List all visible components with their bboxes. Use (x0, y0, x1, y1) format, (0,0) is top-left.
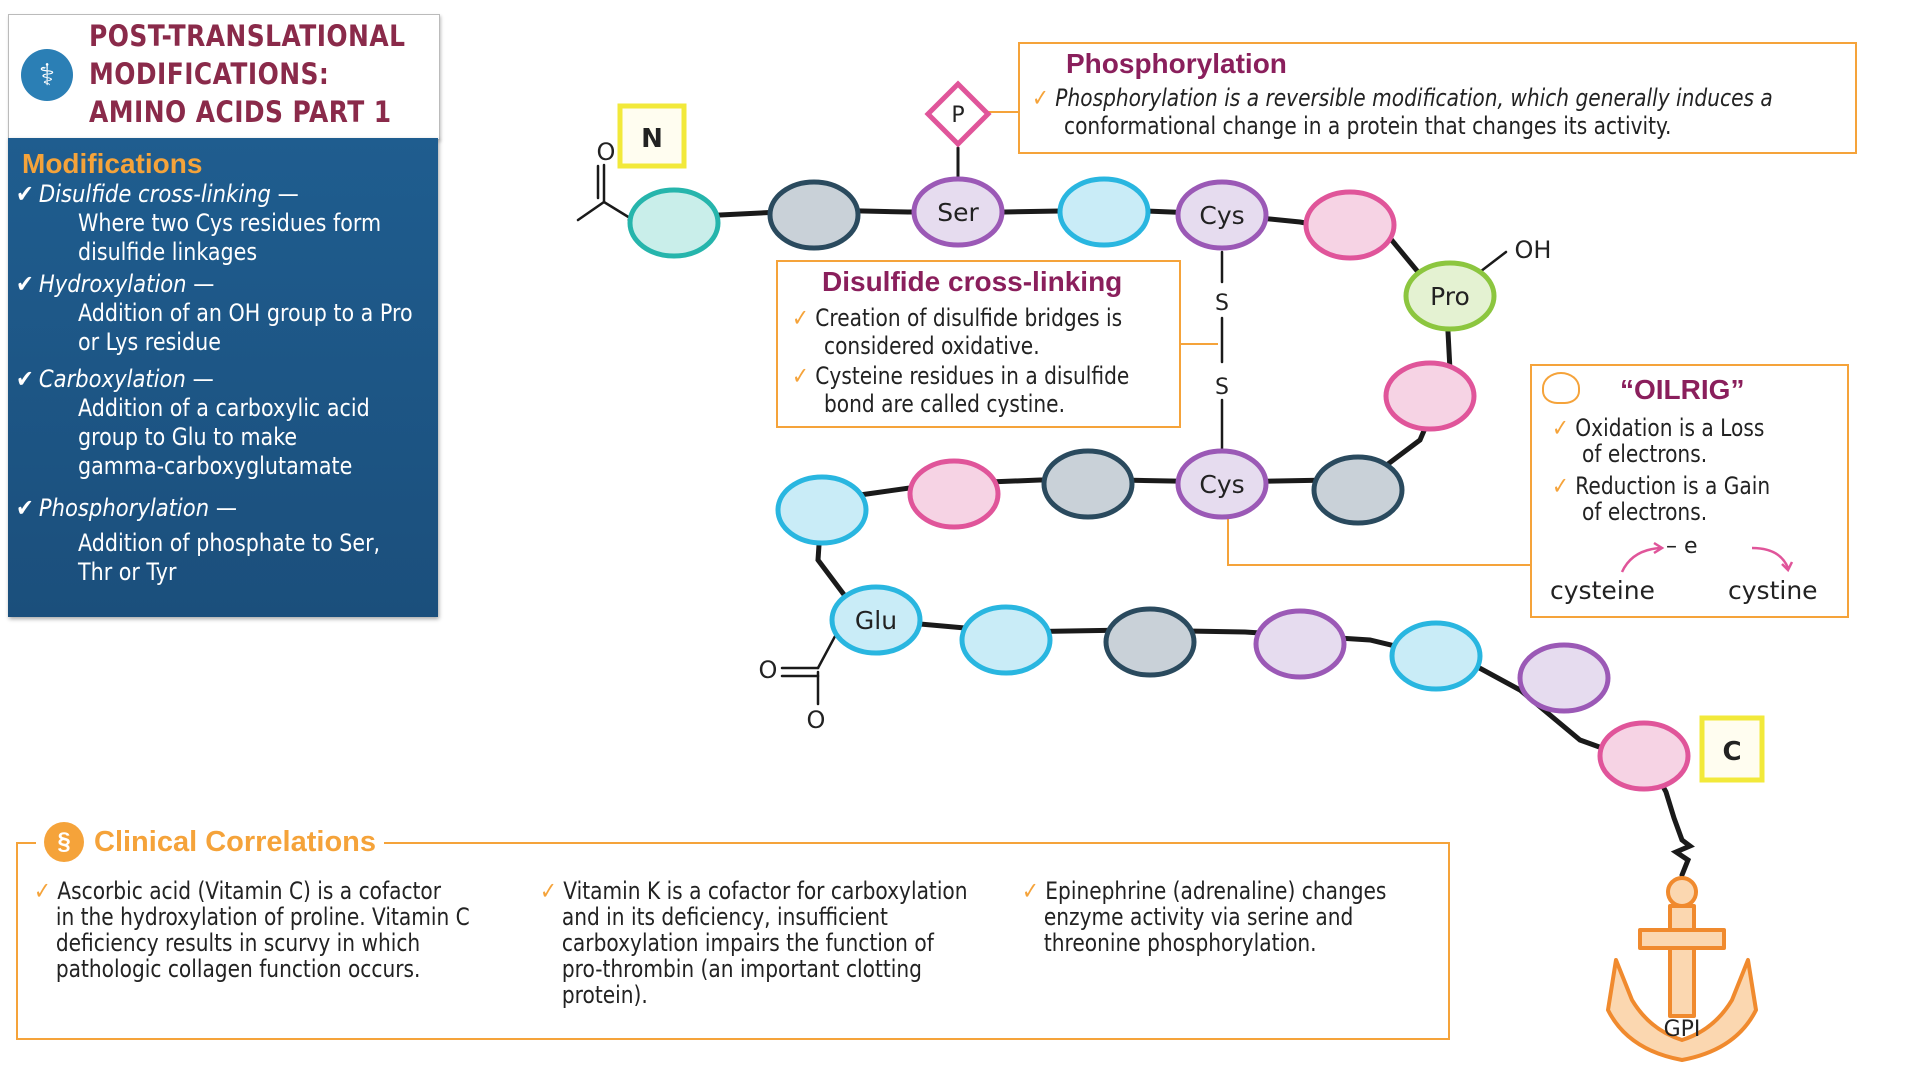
n-terminus-label: N (641, 124, 663, 154)
cys-bottom-label: Cys (1199, 470, 1244, 499)
residue-blue (775, 474, 869, 546)
glu-oxygen-left: O (759, 656, 778, 684)
check-icon: ✓ (792, 304, 809, 332)
phosphorylation-callout-line-2: conformational change in a protein that … (1064, 112, 1672, 140)
caduceus-icon: ⚕ (21, 49, 73, 101)
modifications-panel: Modifications ✔Disulfide cross-linking —… (8, 138, 438, 617)
cys-top-label: Cys (1199, 201, 1244, 230)
oilrig-bullet-2-line-1: ✓ Reduction is a Gain (1552, 472, 1771, 500)
check-icon: ✓ (1552, 414, 1569, 442)
modifications-heading: Modifications (22, 148, 203, 179)
oilrig-reaction-middle: – e (1666, 534, 1698, 559)
residue-ser (911, 176, 1005, 248)
residue-cys-top (1175, 179, 1269, 251)
check-icon: ✓ (792, 362, 809, 390)
glu-label: Glu (855, 606, 897, 635)
oilrig-bullet-1-line-1: ✓ Oxidation is a Loss (1552, 414, 1765, 442)
brain-icon (1542, 372, 1580, 404)
phosphorylation-callout-line-1: ✓ Phosphorylation is a reversible modifi… (1032, 84, 1773, 112)
check-icon: ✓ (540, 877, 557, 905)
disulfide-callout: Disulfide cross-linking ✓ Creation of di… (776, 260, 1181, 428)
residue-blue (1389, 620, 1483, 692)
residue-pink (1383, 360, 1477, 432)
oh-label: OH (1515, 236, 1552, 264)
check-icon: ✓ (1022, 877, 1039, 905)
residue-purple (1253, 608, 1347, 680)
oilrig-callout-title: “OILRIG” (1620, 374, 1745, 405)
disulfide-bullet-1-line-2: considered oxidative. (824, 332, 1040, 360)
residue-blue (1057, 176, 1151, 248)
modification-item-hydroxylation: ✔Hydroxylation — Addition of an OH group… (16, 270, 413, 356)
title-line-3: AMINO ACIDS PART 1 (89, 95, 392, 129)
sulfur-label-2: S (1215, 375, 1229, 400)
clinical-correlations-box (16, 842, 1450, 1040)
check-icon: ✔ (16, 494, 34, 522)
check-icon: ✓ (1552, 472, 1569, 500)
residue-pink (1597, 720, 1691, 792)
residue-pink (907, 458, 1001, 530)
residue-teal (627, 187, 721, 259)
residue-blue (959, 604, 1053, 676)
title-line-1: POST-TRANSLATIONAL (89, 19, 406, 53)
clinical-column-3: ✓ Epinephrine (adrenaline) changes enzym… (1022, 877, 1387, 957)
phosphorylation-callout-title: Phosphorylation (1066, 48, 1287, 79)
clinical-column-1: ✓ Ascorbic acid (Vitamin C) is a cofacto… (34, 877, 470, 983)
oilrig-bullet-2-line-2: of electrons. (1582, 498, 1708, 526)
residue-cys-bottom (1175, 448, 1269, 520)
phosphate-diamond (924, 80, 992, 148)
check-icon: ✔ (16, 180, 34, 208)
check-icon: ✔ (16, 365, 34, 393)
oilrig-reaction-left: cysteine (1550, 576, 1655, 605)
disulfide-bullet-2-line-1: ✓ Cysteine residues in a disulfide (792, 362, 1130, 390)
c-terminus-label: C (1722, 737, 1741, 767)
check-icon: ✔ (16, 270, 34, 298)
oilrig-bullet-1-line-2: of electrons. (1582, 440, 1708, 468)
oilrig-reaction-right: cystine (1728, 576, 1818, 605)
clinical-column-2: ✓ Vitamin K is a cofactor for carboxylat… (540, 877, 968, 1009)
oilrig-callout: “OILRIG” ✓ Oxidation is a Loss of electr… (1530, 364, 1849, 618)
residue-pink (1303, 189, 1397, 261)
n-oxygen-label: O (597, 138, 616, 166)
residue-dark (1041, 448, 1135, 520)
disulfide-bullet-1-line-1: ✓ Creation of disulfide bridges is (792, 304, 1123, 332)
residue-glu (829, 584, 923, 656)
reaction-arrows (1620, 541, 1794, 573)
disulfide-callout-title: Disulfide cross-linking (822, 266, 1123, 297)
clinical-correlations-title: Clinical Correlations (94, 825, 377, 858)
clinical-icon: § (44, 822, 84, 862)
residue-dark (767, 179, 861, 251)
modification-item-phosphorylation: ✔Phosphorylation — Addition of phosphate… (16, 494, 381, 586)
gpi-label: GPI (1664, 1017, 1701, 1042)
modification-item-carboxylation: ✔Carboxylation — Addition of a carboxyli… (16, 365, 370, 480)
sulfur-label-1: S (1215, 291, 1229, 316)
title-card: ⚕ POST-TRANSLATIONAL MODIFICATIONS: AMIN… (8, 14, 440, 140)
residue-dark (1311, 454, 1405, 526)
modification-item-disulfide: ✔Disulfide cross-linking — Where two Cys… (16, 180, 382, 266)
n-terminus-box (617, 103, 687, 169)
anchor-icon (1606, 876, 1758, 1062)
c-terminus-box (1699, 715, 1765, 783)
title-line-2: MODIFICATIONS: (89, 57, 330, 91)
check-icon: ✓ (1032, 84, 1049, 112)
residue-purple (1517, 642, 1611, 714)
phosphorylation-callout: Phosphorylation ✓ Phosphorylation is a r… (1018, 42, 1857, 154)
clinical-correlations-header: § Clinical Correlations (36, 822, 385, 862)
phosphate-label: P (951, 103, 964, 128)
check-icon: ✓ (34, 877, 51, 905)
glu-oxygen-bottom: O (807, 706, 826, 734)
pro-label: Pro (1430, 282, 1470, 311)
disulfide-bullet-2-line-2: bond are called cystine. (824, 390, 1065, 418)
ser-label: Ser (937, 198, 979, 227)
residue-dark (1103, 606, 1197, 678)
residue-pro (1403, 260, 1497, 332)
